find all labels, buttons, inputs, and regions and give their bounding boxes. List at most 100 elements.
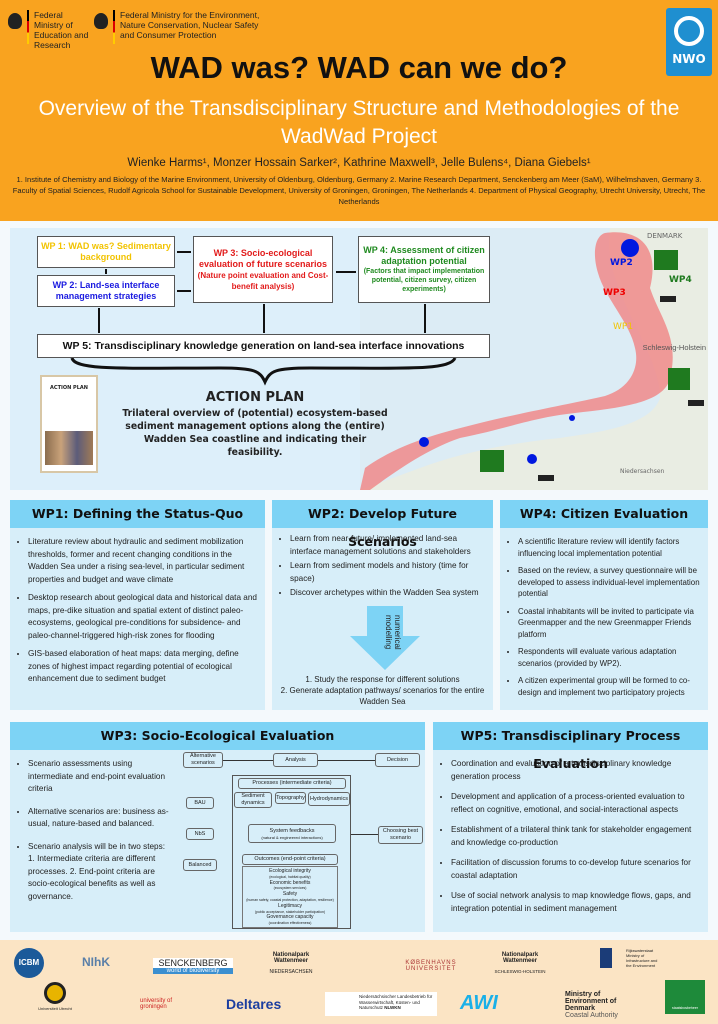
wp4-heading: WP4: Citizen Evaluation [500,500,708,528]
awi-logo: AWI [460,992,498,1014]
flow-analysis: Analysis [273,753,318,767]
arrow [424,304,426,333]
wp2-steps: 1. Study the response for different solu… [277,674,488,707]
poster-title: WAD was? WAD can we do? [150,50,568,85]
wp1-item: Desktop research about geological data a… [28,592,261,642]
outcome: Legitimacy [278,902,302,909]
nwo-label: NWO [672,52,706,66]
feedbacks-sub: (natural & engineered interactions) [261,834,323,840]
wp2-box: WP 2: Land-sea interface management stra… [37,275,175,307]
wp2-step: 2. Generate adaptation pathways/ scenari… [280,686,485,706]
flow-topography: Topography [275,792,306,804]
wp3-item: Scenario analysis will be in two steps: … [28,841,171,904]
wp3-box-title: WP 3: Socio-ecological evaluation of fut… [198,247,328,269]
wp4-item: Based on the review, a survey questionna… [518,565,704,600]
wp3-item: Alternative scenarios are: business as-u… [28,806,171,831]
outcome-sub: (ecosystem services) [273,886,307,891]
wp5-item: Establishment of a trilateral think tank… [451,824,704,849]
icbm-logo: ICBM [14,948,44,978]
np-sub: SCHLESWIG-HOLSTEIN [494,969,546,974]
senck-sub: world of biodiversity [153,968,233,974]
map-label-schleswig: Schleswig-Holstein [643,343,706,352]
map-label-wp1: WP1 [613,322,633,332]
wp2-item: Learn from sediment models and history (… [290,560,489,585]
wp1-item: Literature review about hydraulic and se… [28,536,261,586]
down-arrow-icon [350,606,420,670]
wp1-section: WP1: Defining the Status-Quo Literature … [10,500,265,710]
flow-system-feedbacks: System feedbacks(natural & engineered in… [248,824,336,843]
wp5-item: Coordination and evaluation of a transdi… [451,758,704,783]
wp4-box-subtitle: (Factors that impact implementation pote… [363,268,485,293]
np-name: Nationalpark Wattenmeer [501,952,539,964]
nlwkn-abbr: NLWKN [384,1005,401,1010]
map-label-wp2: WP2 [610,258,633,268]
uu-name: Universiteit Utrecht [38,1006,72,1011]
flow-decision: Decision [375,753,420,767]
ministry-name: Federal Ministry for the Environment, Na… [120,10,260,40]
eagle-icon [8,13,22,29]
outcome-sub: (ecological, habitat quality) [269,874,311,879]
map-label-denmark: DENMARK [647,232,683,240]
wp1-heading: WP1: Defining the Status-Quo [10,500,265,528]
wp4-item: Coastal inhabitants will be invited to p… [518,606,704,641]
wp5-heading: WP5: Transdisciplinary Process Evaluatio… [433,722,708,771]
np-name: Nationalpark Wattenmeer [272,952,310,964]
wp5-item: Use of social network analysis to map kn… [451,890,704,915]
np-sub: NIEDERSACHSEN [269,969,313,975]
arrow [336,271,356,273]
wp1-box: WP 1: WAD was? Sedimentary background [37,236,175,268]
flow-alternative-scenarios: Alternative scenarios [183,752,223,768]
wp5-box: WP 5: Transdisciplinary knowledge genera… [37,334,490,358]
ministry-name: Federal Ministry of Education and Resear… [34,10,89,50]
nihk-logo: NIhK [82,955,110,969]
groningen-logo: university of groningen [140,998,173,1010]
thumbnail-title: ACTION PLAN [50,385,88,391]
eagle-icon [94,13,108,29]
outcome-sub: (human safety, coastal protection, adapt… [246,897,334,902]
arrow [98,308,100,333]
flow-sediment-dynamics: Sediment dynamics [234,792,272,808]
wp3-section: WP3: Socio-Ecological Evaluation Scenari… [10,722,425,932]
mod-name: Ministry of Environment of Denmark [565,991,617,1012]
senck-name: SENCKENBERG [158,958,228,968]
authors: Wienke Harms¹, Monzer Hossain Sarker², K… [127,157,591,169]
flow-hydrodynamics: Hydrodynamics [308,792,350,806]
outcome-sub: (public acceptance, stakeholder particip… [254,909,326,914]
flow-choosing-best-scenario: Choosing best scenario [378,826,423,844]
copenhagen-logo: KØBENHAVNS UNIVERSITET [405,960,457,972]
outcome: Ecological integrity [269,868,311,874]
wp5-item: Facilitation of discussion forums to co-… [451,857,704,882]
wp2-item: Learn from near-future/ implemented land… [290,533,489,558]
flow-bau: BAU [186,797,214,809]
numerical-modelling-label: numerical modelling [384,615,402,650]
wp5-item: Development and application of a process… [451,791,704,816]
utrecht-logo: Universiteit Utrecht [30,982,80,1011]
arrow [263,304,265,333]
wp2-step: 1. Study the response for different solu… [305,675,460,684]
deltares-logo: Deltares [226,996,282,1012]
project-structure-panel: DENMARK Schleswig-Holstein Niedersachsen… [10,228,708,490]
wp3-heading: WP3: Socio-Ecological Evaluation [10,722,425,750]
wp5-section: WP5: Transdisciplinary Process Evaluatio… [433,722,708,932]
arrow [177,290,191,292]
map-label-wp4: WP4 [669,275,692,285]
wp2-section: WP2: Develop Future Scenarios Learn from… [272,500,493,710]
wp3-box: WP 3: Socio-ecological evaluation of fut… [193,236,333,303]
wp2-item: Discover archetypes within the Wadden Se… [290,587,489,600]
action-plan-heading: ACTION PLAN [205,390,305,405]
wp3-item: Scenario assessments using intermediate … [28,758,171,796]
staatsbosbeheer-logo: staatsbosbeheer [665,980,705,1014]
bmbf-logo: Federal Ministry of Education and Resear… [8,10,92,50]
nwo-logo: NWO [666,8,712,76]
wp4-item: Respondents will evaluate various adapta… [518,646,704,669]
outcome: Economic benefits [269,879,311,886]
wp2-heading: WP2: Develop Future Scenarios [272,500,493,549]
outcome: Governance capacity [266,914,314,921]
arrow [177,251,191,253]
bmuv-logo: Federal Ministry for the Environment, Na… [94,10,269,44]
